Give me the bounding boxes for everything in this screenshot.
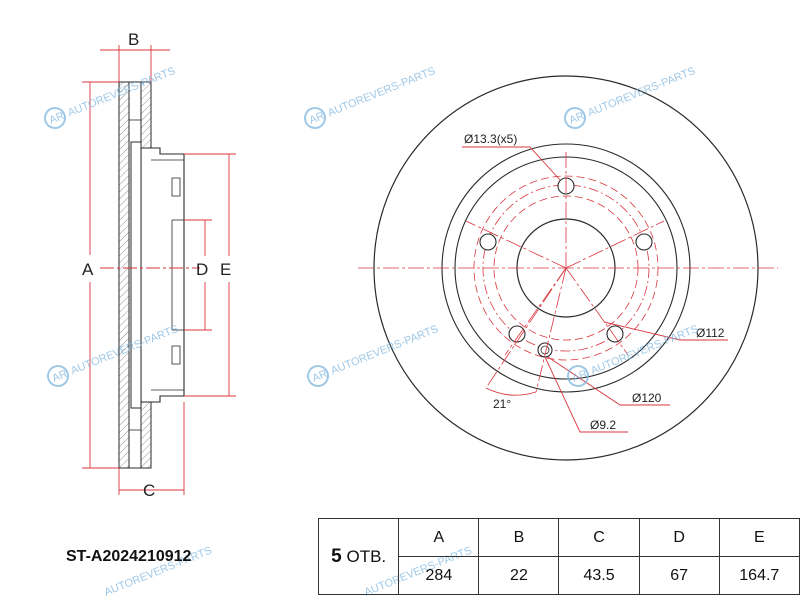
part-number: ST-A2024210912 [66, 548, 192, 565]
dimension-b [100, 45, 170, 82]
svg-text:AR: AR [308, 110, 327, 127]
dimension-c [118, 402, 185, 495]
callout-small-hole: Ø9.2 [590, 418, 616, 432]
callout-angle: 21° [493, 397, 511, 411]
disc-face-left [118, 81, 130, 469]
bolt-hole [606, 325, 624, 343]
svg-text:AUTOREVERS-PARTS: AUTOREVERS-PARTS [326, 65, 437, 119]
bolt-hole [479, 233, 497, 251]
callout-pcd-large: Ø120 [632, 391, 662, 405]
svg-text:AR: AR [568, 110, 587, 127]
value-d: 67 [638, 556, 720, 595]
header-b: B [478, 518, 560, 557]
header-c: C [558, 518, 640, 557]
spec-table: 5 ОТВ. A B C D E 284 22 43.5 67 164.7 [317, 518, 800, 595]
callout-pcd-small: Ø112 [696, 326, 725, 340]
value-a: 284 [398, 556, 480, 595]
svg-text:AUTOREVERS-PARTS: AUTOREVERS-PARTS [586, 65, 697, 119]
side-view: A B C D E [82, 30, 236, 500]
dim-label-e: E [220, 260, 231, 279]
holes-suffix: ОТВ. [346, 546, 387, 566]
dim-label-d: D [196, 260, 208, 279]
value-c: 43.5 [558, 556, 640, 595]
svg-text:AR: AR [48, 110, 67, 127]
header-a: A [398, 518, 480, 557]
svg-text:AR: AR [571, 368, 590, 385]
holes-count: 5 [331, 545, 342, 567]
front-centerlines [358, 152, 778, 393]
dim-label-c: C [143, 481, 155, 500]
value-b: 22 [478, 556, 560, 595]
dimension-e [184, 153, 236, 397]
callout-leaders [462, 146, 728, 433]
holes-count-cell: 5 ОТВ. [317, 518, 400, 595]
svg-text:AR: AR [311, 368, 330, 385]
dim-label-a: A [82, 260, 94, 279]
callout-bolt-hole: Ø13.3(x5) [464, 132, 517, 146]
svg-text:AR: AR [51, 368, 70, 385]
header-e: E [718, 518, 800, 557]
dimension-a [82, 81, 119, 469]
header-d: D [638, 518, 720, 557]
dim-label-b: B [128, 30, 139, 49]
front-view: Ø13.3(x5) Ø112 Ø120 Ø9.2 21° [358, 75, 778, 461]
bolt-hole [635, 233, 653, 251]
value-e: 164.7 [718, 556, 800, 595]
bolt-hole [508, 325, 526, 343]
dimension-d [184, 219, 212, 331]
